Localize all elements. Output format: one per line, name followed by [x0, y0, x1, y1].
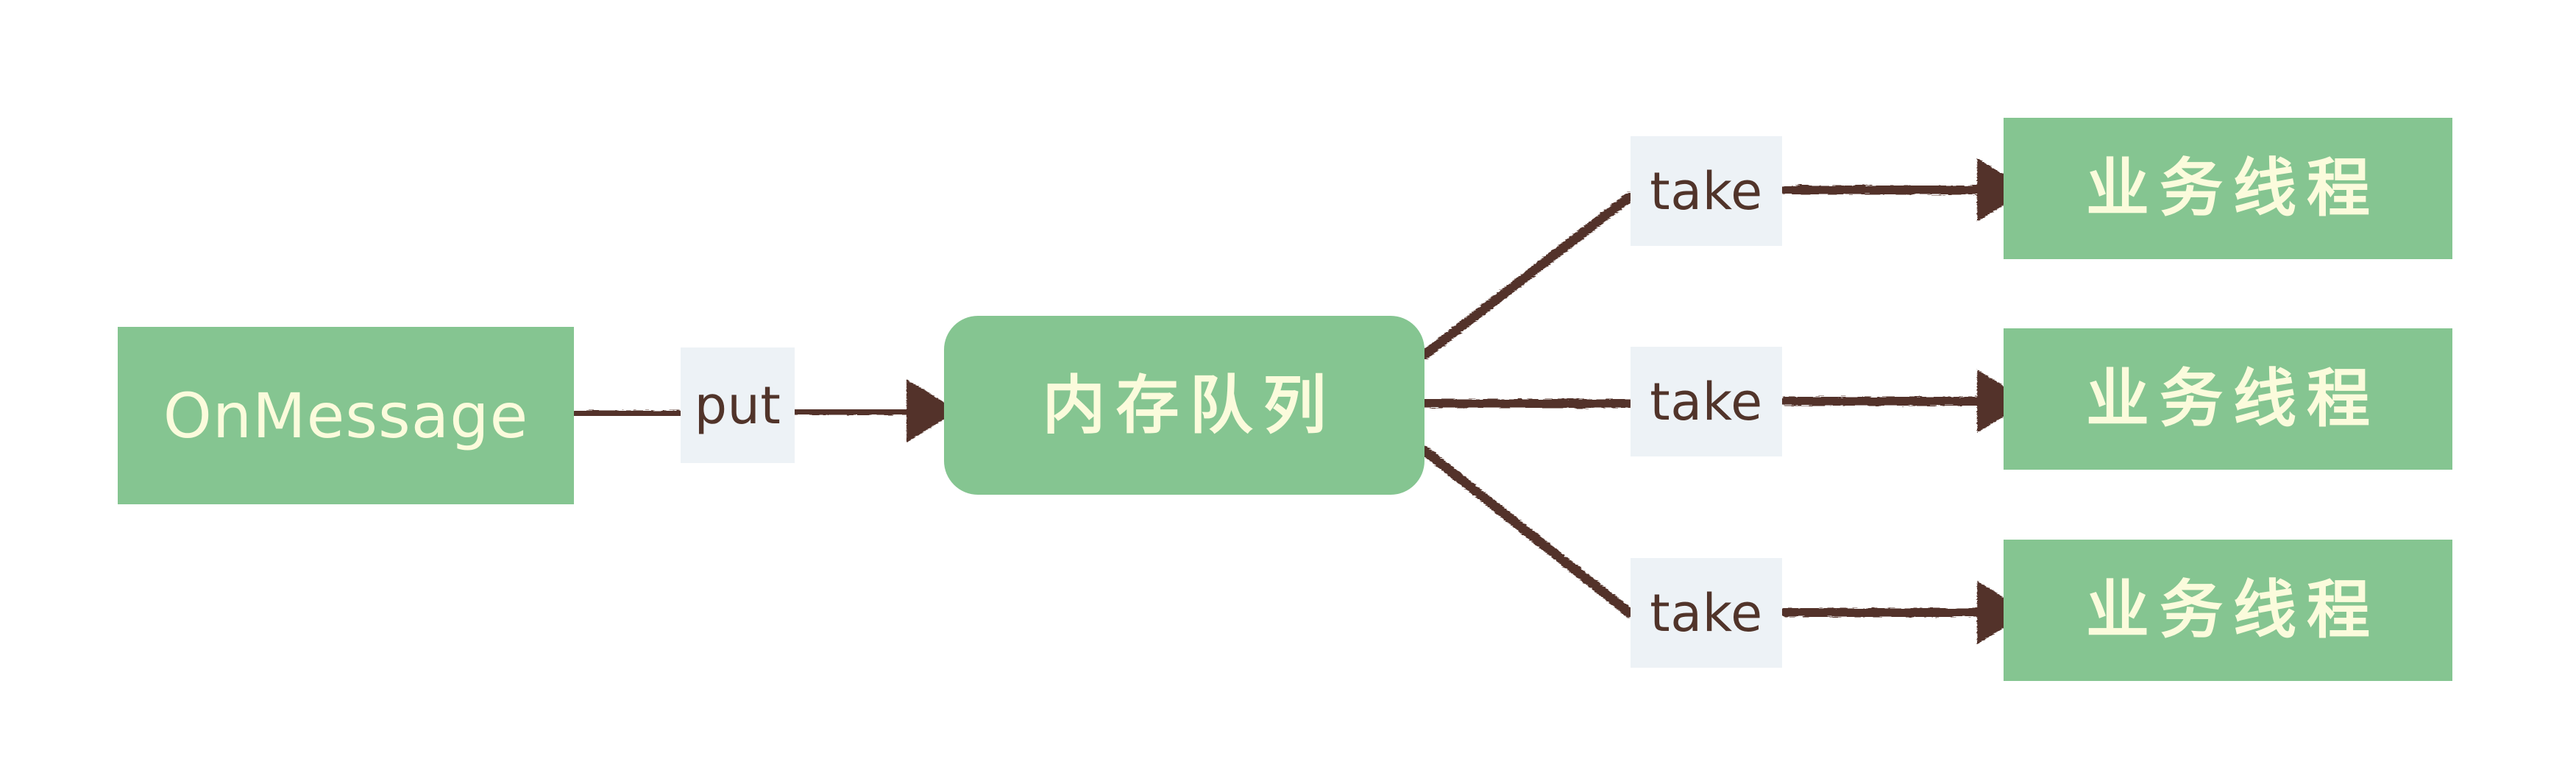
node-label-worker-thread-3: 业务线程 [2086, 573, 2380, 647]
node-label-worker-thread-1: 业务线程 [2086, 152, 2380, 225]
edge-queue-take-1 [1419, 192, 1634, 360]
edge-label-text-take-1: take [1650, 160, 1763, 222]
node-label-memory-queue: 内存队列 [1042, 368, 1337, 442]
node-memory-queue[interactable]: 内存队列 [944, 316, 1424, 495]
node-worker-thread-2[interactable]: 业务线程 [2004, 328, 2452, 470]
edge-label-text-take-2: take [1650, 371, 1763, 432]
edge-label-take-1[interactable]: take [1631, 136, 1782, 246]
node-label-worker-thread-2: 业务线程 [2086, 362, 2380, 436]
edge-label-put[interactable]: put [681, 347, 795, 463]
node-label-on-message: OnMessage [163, 379, 529, 452]
node-worker-thread-1[interactable]: 业务线程 [2004, 118, 2452, 259]
node-worker-thread-3[interactable]: 业务线程 [2004, 540, 2452, 681]
node-on-message[interactable]: OnMessage [118, 327, 574, 504]
edge-label-take-2[interactable]: take [1631, 347, 1782, 456]
edge-label-text-take-3: take [1650, 582, 1763, 643]
edge-queue-take-3 [1419, 445, 1634, 618]
edge-label-text-put: put [694, 375, 781, 436]
edge-label-take-3[interactable]: take [1631, 558, 1782, 668]
